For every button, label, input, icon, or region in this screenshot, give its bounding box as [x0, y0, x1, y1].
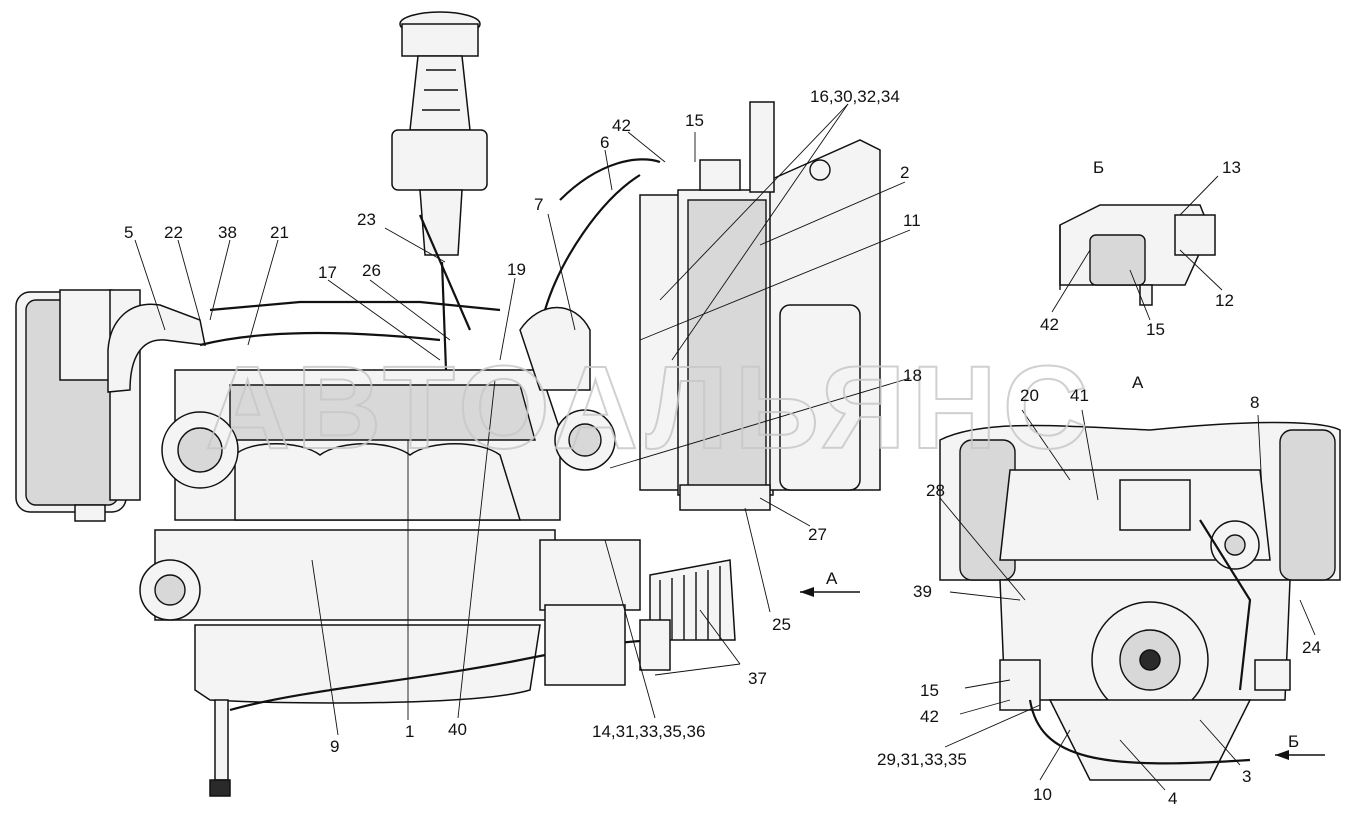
callout-14-31-33-35-36: 14,31,33,35,36	[592, 722, 705, 741]
callout-7: 7	[534, 195, 543, 214]
callout-42: 42	[612, 116, 631, 135]
callout-12: 12	[1215, 291, 1234, 310]
callout-42-view-a: 42	[920, 707, 939, 726]
intake-duct	[107, 303, 206, 393]
leader-lines	[134, 103, 1325, 791]
view-a-label: А	[1132, 373, 1144, 392]
callout-38: 38	[218, 223, 237, 242]
callout-41: 41	[1070, 386, 1089, 405]
air-filter	[15, 289, 141, 522]
view-arrow-a-label: А	[826, 569, 838, 588]
callout-2: 2	[900, 163, 909, 182]
callout-15-view-b: 15	[1146, 320, 1165, 339]
callout-24: 24	[1302, 638, 1321, 657]
arrow-head-a	[800, 587, 814, 597]
callout-39: 39	[913, 582, 932, 601]
view-b-label: Б	[1093, 158, 1104, 177]
callout-19: 19	[507, 260, 526, 279]
callout-15-view-a: 15	[920, 681, 939, 700]
callout-1: 1	[405, 722, 414, 741]
callout-20: 20	[1020, 386, 1039, 405]
crankcase	[139, 529, 556, 797]
view-arrow-b-label: Б	[1288, 732, 1299, 751]
callout-40: 40	[448, 720, 467, 739]
callout-27: 27	[808, 525, 827, 544]
callout-3: 3	[1242, 767, 1251, 786]
view-a-front	[939, 421, 1341, 781]
callout-25: 25	[772, 615, 791, 634]
callout-16-30-32-34: 16,30,32,34	[810, 87, 900, 106]
callout-26: 26	[362, 261, 381, 280]
callout-28: 28	[926, 481, 945, 500]
callout-10: 10	[1033, 785, 1052, 804]
view-b-detail	[1059, 204, 1216, 306]
watermark: АВТОАЛЬЯНС	[205, 342, 1094, 474]
callout-13: 13	[1222, 158, 1241, 177]
callout-11: 11	[903, 211, 921, 230]
callout-29-31-33-35: 29,31,33,35	[877, 750, 967, 769]
upper-pipe-21	[209, 300, 501, 312]
callout-42-view-b: 42	[1040, 315, 1059, 334]
callout-22: 22	[164, 223, 183, 242]
callout-8: 8	[1250, 393, 1259, 412]
main-side-view	[15, 11, 881, 797]
gearbox-housing	[539, 539, 736, 686]
air-intake-pipe	[391, 11, 488, 256]
callout-6: 6	[600, 133, 609, 152]
callout-4: 4	[1168, 789, 1177, 808]
callout-labels: 16,30,32,34 42 15 6 2 7 11 23 5 22 38 21…	[124, 87, 1321, 808]
callout-37: 37	[748, 669, 767, 688]
callout-9: 9	[330, 737, 339, 756]
callout-23: 23	[357, 210, 376, 229]
callout-21: 21	[270, 223, 289, 242]
upper-pipe-17	[199, 331, 441, 347]
callout-18: 18	[903, 366, 922, 385]
engine-block	[161, 369, 561, 521]
callout-5: 5	[124, 223, 133, 242]
callout-15: 15	[685, 111, 704, 130]
arrow-head-b	[1275, 750, 1289, 760]
callout-17: 17	[318, 263, 337, 282]
radiator	[639, 101, 881, 511]
turbocharger	[519, 306, 616, 471]
